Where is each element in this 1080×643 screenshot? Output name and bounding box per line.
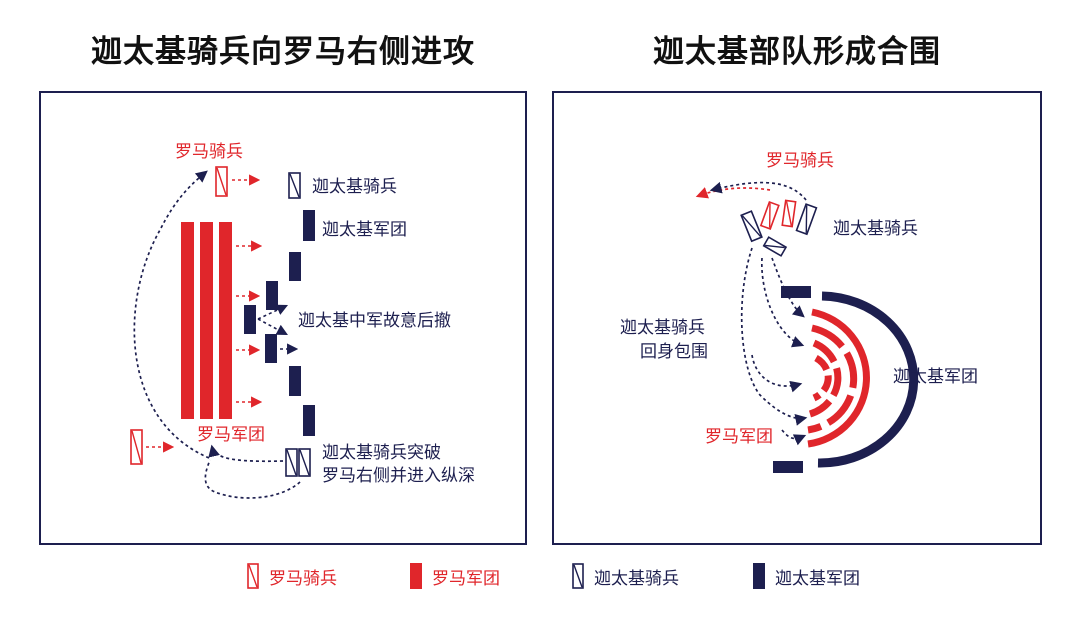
roman-cavalry-unit [130, 429, 143, 465]
legend-item-carthage-legion: 迦太基军团 [753, 560, 860, 592]
carthage-flank-paths [133, 170, 301, 499]
roman-legion-block [181, 222, 194, 419]
carthage-cavalry-icon [572, 563, 584, 589]
carthage-encircle-paths [709, 181, 808, 446]
carthage-legion-arc [817, 291, 919, 468]
carthage-legion-block [265, 334, 277, 363]
legend-label: 迦太基骑兵 [594, 568, 679, 589]
legend-label: 罗马骑兵 [269, 568, 337, 589]
label-encircle-line2: 回身包围 [640, 342, 708, 362]
carthage-legion-block [303, 210, 315, 241]
label-carthage-legion: 迦太基军团 [322, 220, 407, 240]
roman-advance-arrows [146, 174, 263, 453]
label-center-retreat: 迦太基中军故意后撤 [298, 311, 451, 331]
carthage-retreat-arrows [257, 304, 299, 355]
right-panel-frame [552, 91, 1042, 545]
legend-label: 罗马军团 [432, 568, 500, 589]
carthage-legion-block [266, 281, 278, 310]
carthage-legion-block [244, 305, 256, 334]
label-encircle-line1: 迦太基骑兵 [620, 318, 705, 338]
right-panel-title: 迦太基部队形成合围 [653, 34, 941, 70]
carthage-legion-icon [753, 563, 765, 589]
carthage-cavalry-unit [298, 448, 311, 477]
label-roman-legion-right: 罗马军团 [705, 427, 773, 447]
roman-cavalry-group [759, 199, 797, 230]
label-roman-cavalry-right: 罗马骑兵 [766, 151, 834, 171]
legend-item-roman-cavalry: 罗马骑兵 [247, 560, 337, 592]
legend-item-carthage-cavalry: 迦太基骑兵 [572, 560, 679, 592]
roman-cavalry-unit [215, 166, 228, 197]
label-carthage-cavalry: 迦太基骑兵 [312, 177, 397, 197]
carthage-cavalry-group [740, 203, 818, 257]
carthage-cavalry-unit [288, 172, 301, 199]
legend-item-roman-legion: 罗马军团 [410, 560, 500, 592]
carthage-legion-block [289, 366, 301, 396]
carthage-legion-block [289, 252, 301, 281]
label-breakthrough-line1: 迦太基骑兵突破 [322, 443, 441, 463]
roman-legion-arcs [807, 308, 870, 448]
roman-legion-formation [181, 222, 232, 419]
roman-legion-block [219, 222, 232, 419]
carthage-cavalry-unit [285, 448, 298, 477]
left-panel-title: 迦太基骑兵向罗马右侧进攻 [91, 34, 475, 70]
label-carthage-legion-right: 迦太基军团 [893, 367, 978, 387]
carthage-legion-block [773, 461, 803, 473]
carthage-legion-block [781, 286, 811, 298]
label-carthage-cavalry-right: 迦太基骑兵 [833, 219, 918, 239]
legend-label: 迦太基军团 [775, 568, 860, 589]
roman-cavalry-flee-arrow [695, 187, 771, 199]
label-roman-cavalry: 罗马骑兵 [175, 142, 243, 162]
left-panel-frame [39, 91, 527, 545]
carthage-legion-block [303, 405, 315, 436]
roman-legion-icon [410, 563, 422, 589]
label-roman-legion: 罗马军团 [197, 425, 265, 445]
roman-legion-block [200, 222, 213, 419]
carthage-legion-formation [244, 210, 315, 436]
roman-cavalry-icon [247, 563, 259, 589]
label-breakthrough-line2: 罗马右侧并进入纵深 [322, 466, 475, 486]
